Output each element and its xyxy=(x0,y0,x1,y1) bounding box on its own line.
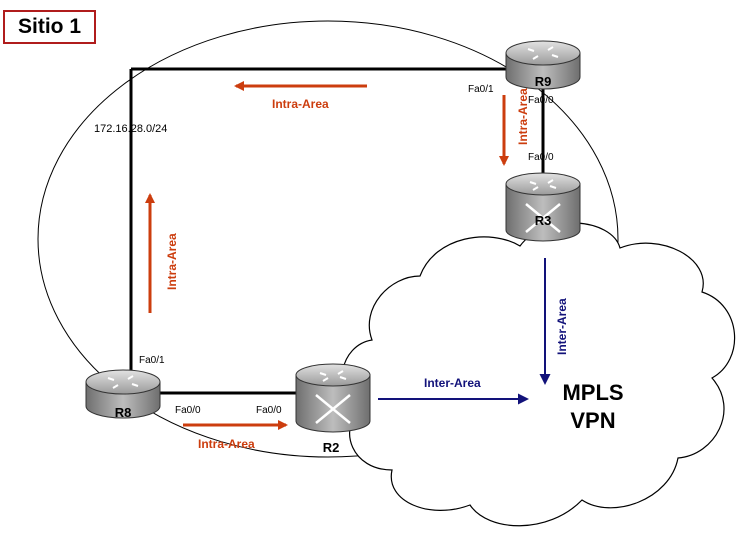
router-r3-label: R3 xyxy=(535,213,552,228)
label-top-intra: Intra-Area xyxy=(272,97,329,111)
router-r8[interactable]: R8 xyxy=(85,369,161,420)
router-r3[interactable]: R3 xyxy=(505,172,581,242)
router-r8-label: R8 xyxy=(115,405,132,420)
if-r9-fa01: Fa0/1 xyxy=(468,84,494,95)
network-label: 172.16.28.0/24 xyxy=(94,123,167,135)
label-r9-r3-intra: Intra-Area xyxy=(516,88,530,145)
site-title: Sitio 1 xyxy=(3,10,96,44)
if-r9-fa00: Fa0/0 xyxy=(528,95,554,106)
label-left-intra: Intra-Area xyxy=(165,233,179,290)
if-r8-fa01: Fa0/1 xyxy=(139,355,165,366)
label-r2-cloud-inter: Inter-Area xyxy=(424,376,481,390)
if-r3-fa00: Fa0/0 xyxy=(528,152,554,163)
cloud-label-mpls: MPLS xyxy=(562,380,623,405)
router-r9[interactable]: R9 xyxy=(505,40,581,90)
cloud-label-vpn: VPN xyxy=(570,408,615,433)
area-boundary xyxy=(37,20,619,458)
label-r3-cloud-inter: Inter-Area xyxy=(555,298,569,355)
router-r2[interactable]: R2 xyxy=(295,363,371,455)
if-r8-fa00: Fa0/0 xyxy=(175,405,201,416)
router-r2-label: R2 xyxy=(323,440,340,455)
mpls-cloud xyxy=(341,222,736,527)
if-r2-fa00: Fa0/0 xyxy=(256,405,282,416)
router-r9-label: R9 xyxy=(535,74,552,89)
label-bottom-intra: Intra-Area xyxy=(198,437,255,451)
